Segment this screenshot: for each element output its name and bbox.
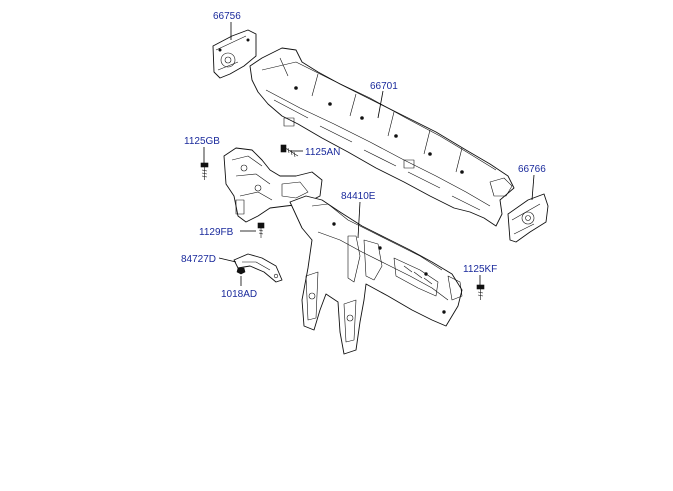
nut-1018AD-drawing[interactable] (236, 267, 246, 275)
label-1125AN[interactable]: 1125AN (305, 147, 340, 158)
ip-support-frame-84410E-drawing[interactable] (289, 195, 463, 355)
cowl-cross-beam-66701-drawing[interactable] (249, 47, 515, 227)
label-1125GB[interactable]: 1125GB (184, 136, 220, 147)
leader-lines (203, 22, 535, 286)
label-66701[interactable]: 66701 (370, 81, 398, 92)
bolt-1125KF-drawing[interactable] (476, 284, 485, 300)
bracket-66756-drawing[interactable] (212, 29, 257, 79)
bolt-1125AN-drawing[interactable] (280, 144, 299, 158)
bracket-84727D-drawing[interactable] (233, 253, 283, 283)
bolt-1129FB-drawing[interactable] (257, 222, 265, 238)
label-84410E[interactable]: 84410E (341, 191, 376, 202)
bracket-66766-drawing[interactable] (507, 193, 549, 243)
label-84727D[interactable]: 84727D (181, 254, 216, 265)
label-66756[interactable]: 66756 (213, 11, 241, 22)
bolt-1125GB-drawing[interactable] (200, 162, 209, 180)
label-1018AD[interactable]: 1018AD (221, 289, 257, 300)
label-66766[interactable]: 66766 (518, 164, 546, 175)
label-1129FB[interactable]: 1129FB (199, 227, 234, 238)
label-1125KF[interactable]: 1125KF (463, 264, 497, 275)
